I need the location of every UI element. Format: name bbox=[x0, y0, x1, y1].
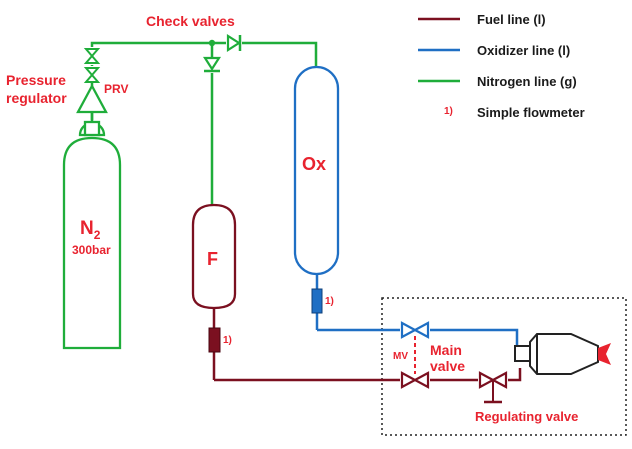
fuel-main-valve bbox=[400, 371, 430, 389]
fuel-flowmeter bbox=[208, 327, 221, 353]
fuel-tank-label: F bbox=[207, 249, 218, 269]
nitrogen-pressure-label: 300bar bbox=[72, 243, 111, 257]
oxidizer-lines bbox=[315, 274, 519, 354]
nitrogen-junction bbox=[208, 39, 216, 47]
legend-label-fuel: Fuel line (l) bbox=[477, 12, 546, 27]
pressure-regulator bbox=[76, 83, 108, 122]
oxidizer-flowmeter-mark: 1) bbox=[325, 296, 334, 307]
regulating-valve-label: Regulating valve bbox=[475, 409, 578, 424]
exhaust-plume bbox=[598, 343, 611, 365]
legend: Fuel line (l) Oxidizer line (l) Nitrogen… bbox=[418, 12, 585, 120]
pressure-regulator-label-line2: regulator bbox=[6, 90, 67, 106]
prv-valve bbox=[83, 66, 101, 83]
fuel-lines bbox=[212, 308, 522, 382]
check-valve-vertical bbox=[202, 56, 222, 73]
legend-label-nitrogen: Nitrogen line (g) bbox=[477, 74, 577, 89]
nitrogen-cylinder bbox=[62, 120, 122, 350]
legend-note-mark: 1) bbox=[444, 106, 453, 117]
prv-label: PRV bbox=[104, 82, 128, 96]
legend-note-label: Simple flowmeter bbox=[477, 105, 585, 120]
engine-assembly-frame bbox=[381, 297, 627, 436]
nitrogen-symbol: N bbox=[80, 218, 94, 239]
check-valves-label: Check valves bbox=[146, 13, 235, 29]
nitrogen-tank-label: N2 bbox=[80, 218, 101, 242]
nitrogen-subscript: 2 bbox=[94, 228, 101, 242]
fuel-flowmeter-mark: 1) bbox=[223, 335, 232, 346]
main-valve-label-line1: Main bbox=[430, 342, 462, 358]
rocket-engine bbox=[514, 333, 599, 375]
nitrogen-shutoff-valve bbox=[83, 47, 101, 65]
mv-label: MV bbox=[393, 351, 408, 362]
main-valve-label-line2: valve bbox=[430, 358, 465, 374]
regulating-valve bbox=[478, 371, 508, 404]
pressure-regulator-label-line1: Pressure bbox=[6, 72, 66, 88]
oxidizer-tank-label: Ox bbox=[302, 154, 326, 174]
fuel-tank bbox=[191, 203, 237, 310]
oxidizer-main-valve bbox=[400, 321, 430, 339]
check-valve-horizontal bbox=[226, 33, 242, 53]
oxidizer-flowmeter bbox=[311, 288, 323, 314]
legend-label-oxidizer: Oxidizer line (l) bbox=[477, 43, 570, 58]
